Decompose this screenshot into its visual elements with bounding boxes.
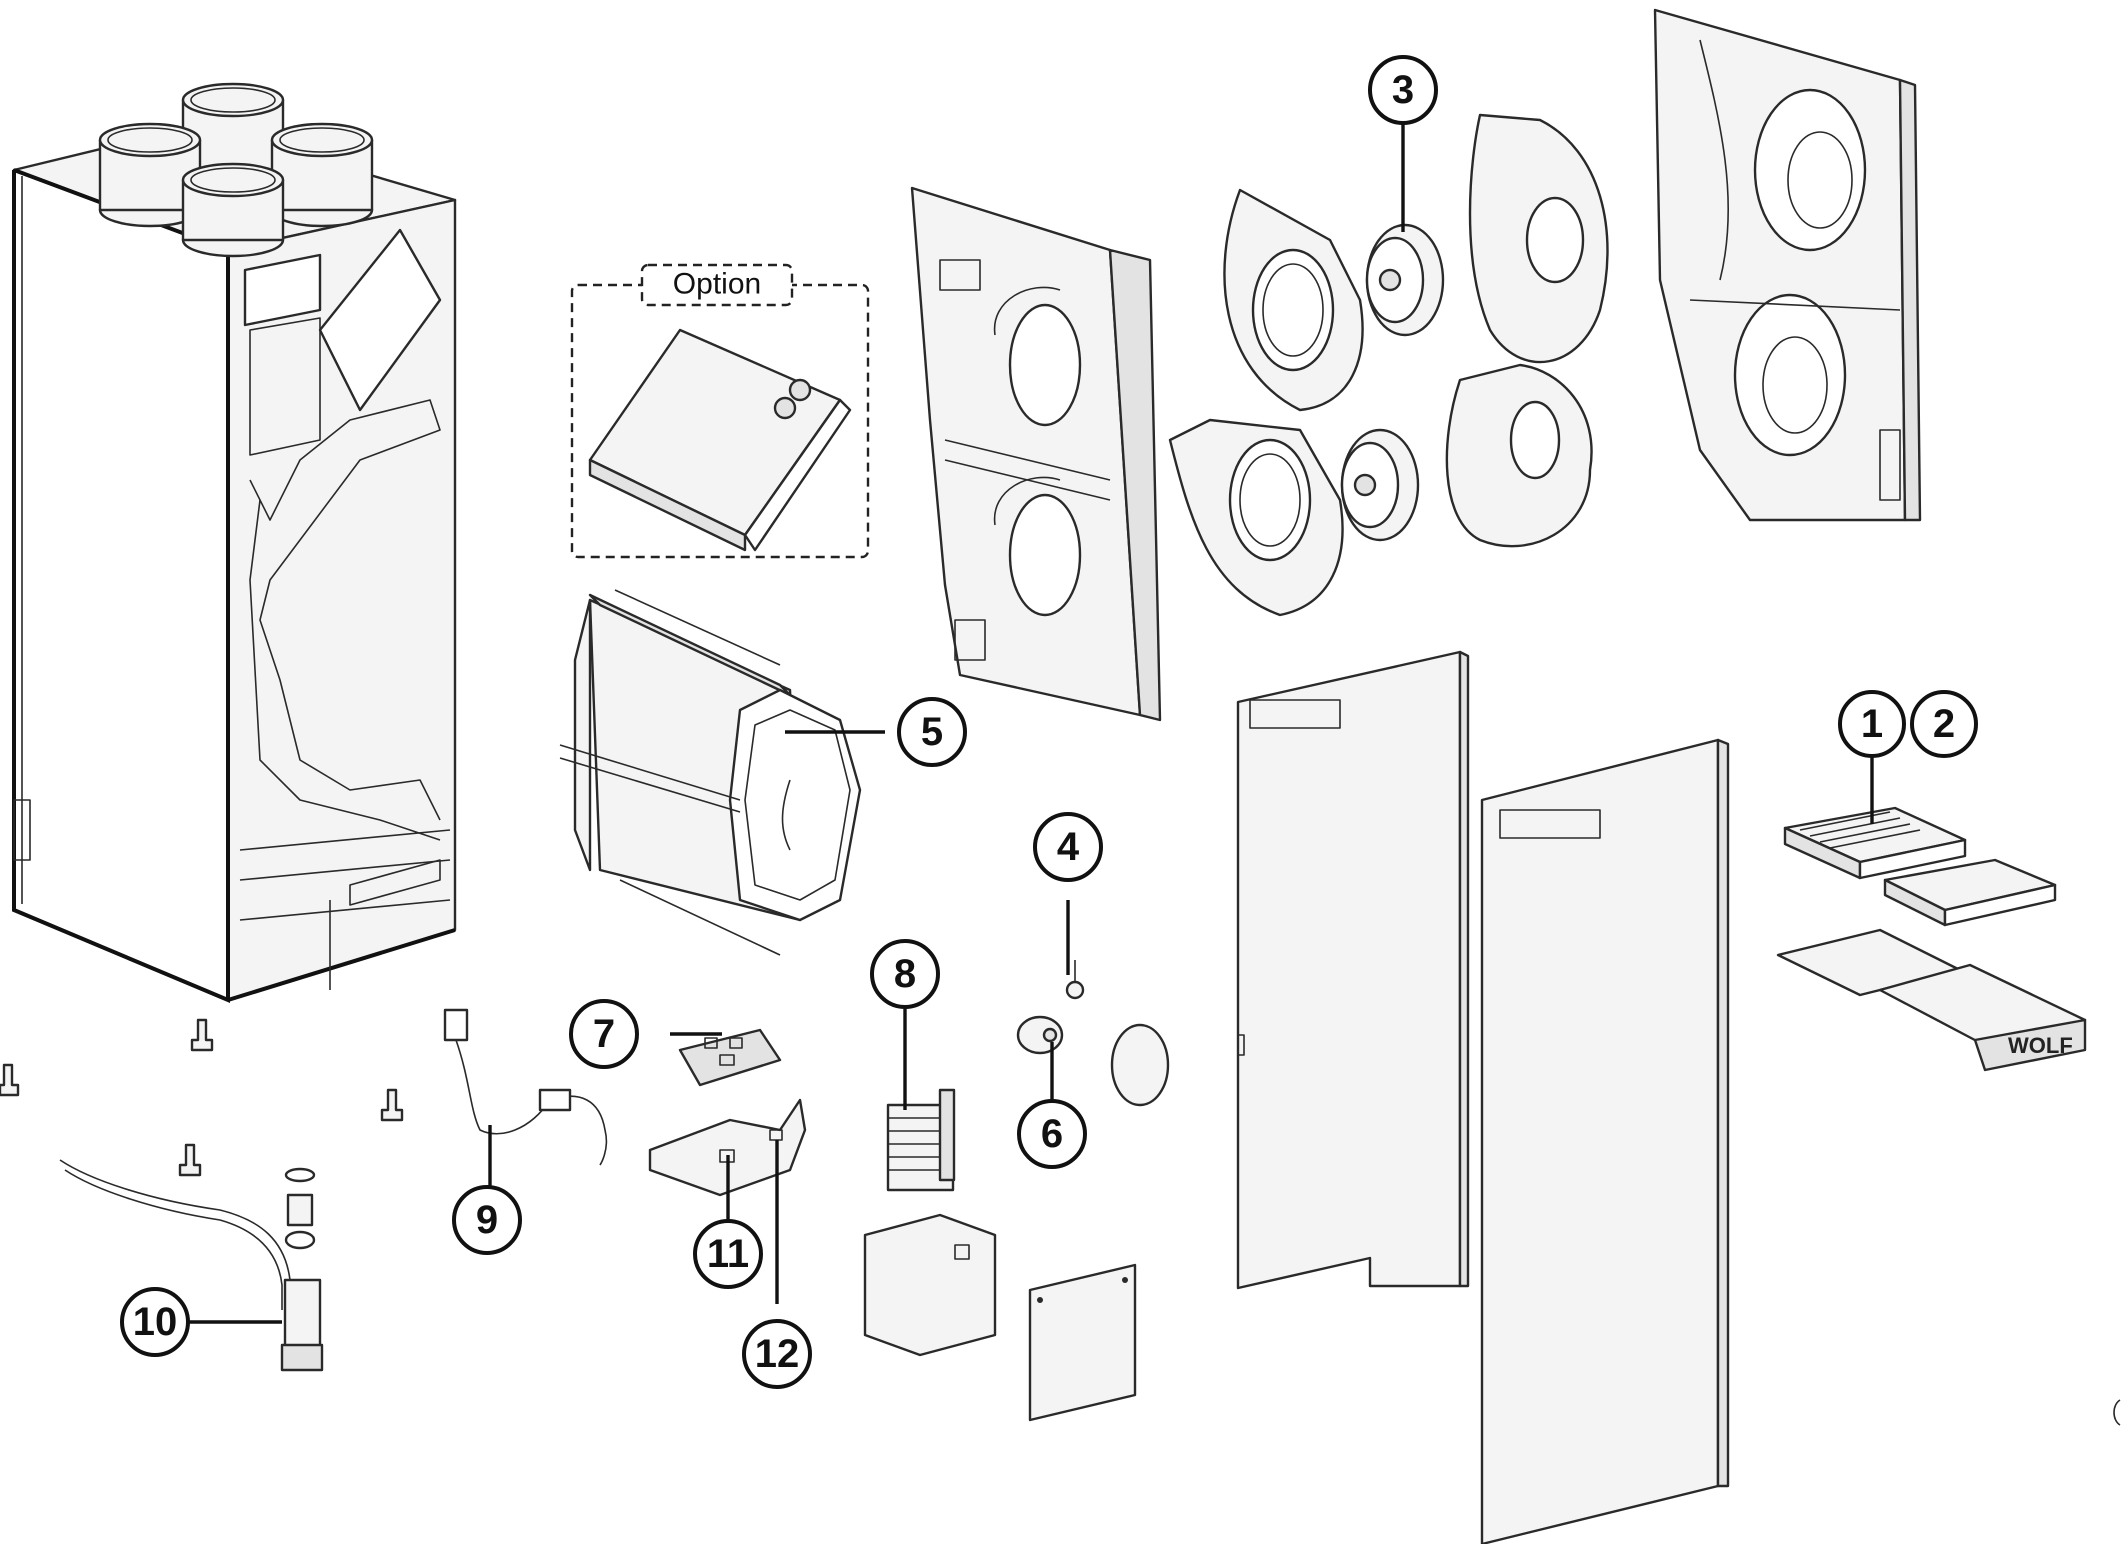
callout-5: 5 <box>897 697 967 767</box>
front-panel-outer <box>1480 738 1730 1544</box>
svg-text:2: 2 <box>1933 702 1955 746</box>
edge-mark <box>2113 1399 2121 1426</box>
callout-9: 9 <box>452 1185 522 1255</box>
duct-spigot-4 <box>181 162 285 258</box>
option-label: Option <box>673 268 761 301</box>
pressure-switch <box>1016 1015 1064 1055</box>
svg-text:11: 11 <box>707 1232 749 1276</box>
front-panel-inner <box>1236 650 1470 1290</box>
callout-3: 3 <box>1368 55 1438 125</box>
svg-text:8: 8 <box>894 952 916 996</box>
brand-logo: WOLF <box>2008 1033 2073 1058</box>
svg-text:5: 5 <box>921 710 943 754</box>
optional-heater-module <box>588 328 852 552</box>
filter-drawer: WOLF <box>1776 928 2087 1072</box>
cover-plate <box>1028 1263 1137 1422</box>
svg-text:9: 9 <box>476 1198 498 1242</box>
duct-spigot-3 <box>270 122 374 228</box>
callout-1: 1 <box>1838 690 1906 758</box>
callout-2: 2 <box>1910 690 1978 758</box>
option-group: Option <box>570 263 870 559</box>
svg-text:6: 6 <box>1041 1112 1063 1156</box>
sensor-knob <box>1065 960 1085 1000</box>
callout-10: 10 <box>120 1287 190 1357</box>
filter-cassettes <box>1783 806 2057 927</box>
heat-exchanger <box>559 589 862 956</box>
preheater-coil <box>886 1088 956 1192</box>
adjustable-feet <box>0 1018 404 1177</box>
callout-12: 12 <box>742 1319 812 1389</box>
svg-text:4: 4 <box>1057 825 1080 869</box>
callout-6: 6 <box>1017 1099 1087 1169</box>
fan-mounting-plate <box>910 186 1162 722</box>
ventilation-unit-housing <box>12 82 457 1004</box>
fan-lower-assembly <box>1168 363 1593 617</box>
svg-text:1: 1 <box>1861 702 1883 746</box>
rotary-cover <box>1110 1023 1170 1107</box>
callout-7: 7 <box>569 999 639 1069</box>
callout-8: 8 <box>870 939 940 1009</box>
svg-text:7: 7 <box>593 1012 615 1056</box>
svg-text:12: 12 <box>755 1332 800 1376</box>
callout-4: 4 <box>1033 812 1103 882</box>
coil-bracket <box>863 1213 997 1357</box>
drain-hose <box>59 1159 324 1372</box>
rear-fan-housing <box>1653 8 1922 522</box>
control-board <box>678 1028 782 1087</box>
power-cable <box>443 1008 608 1166</box>
callout-11: 11 <box>693 1219 763 1289</box>
fan-upper-assembly <box>1223 113 1609 412</box>
svg-text:10: 10 <box>133 1300 178 1344</box>
svg-text:3: 3 <box>1392 68 1414 112</box>
